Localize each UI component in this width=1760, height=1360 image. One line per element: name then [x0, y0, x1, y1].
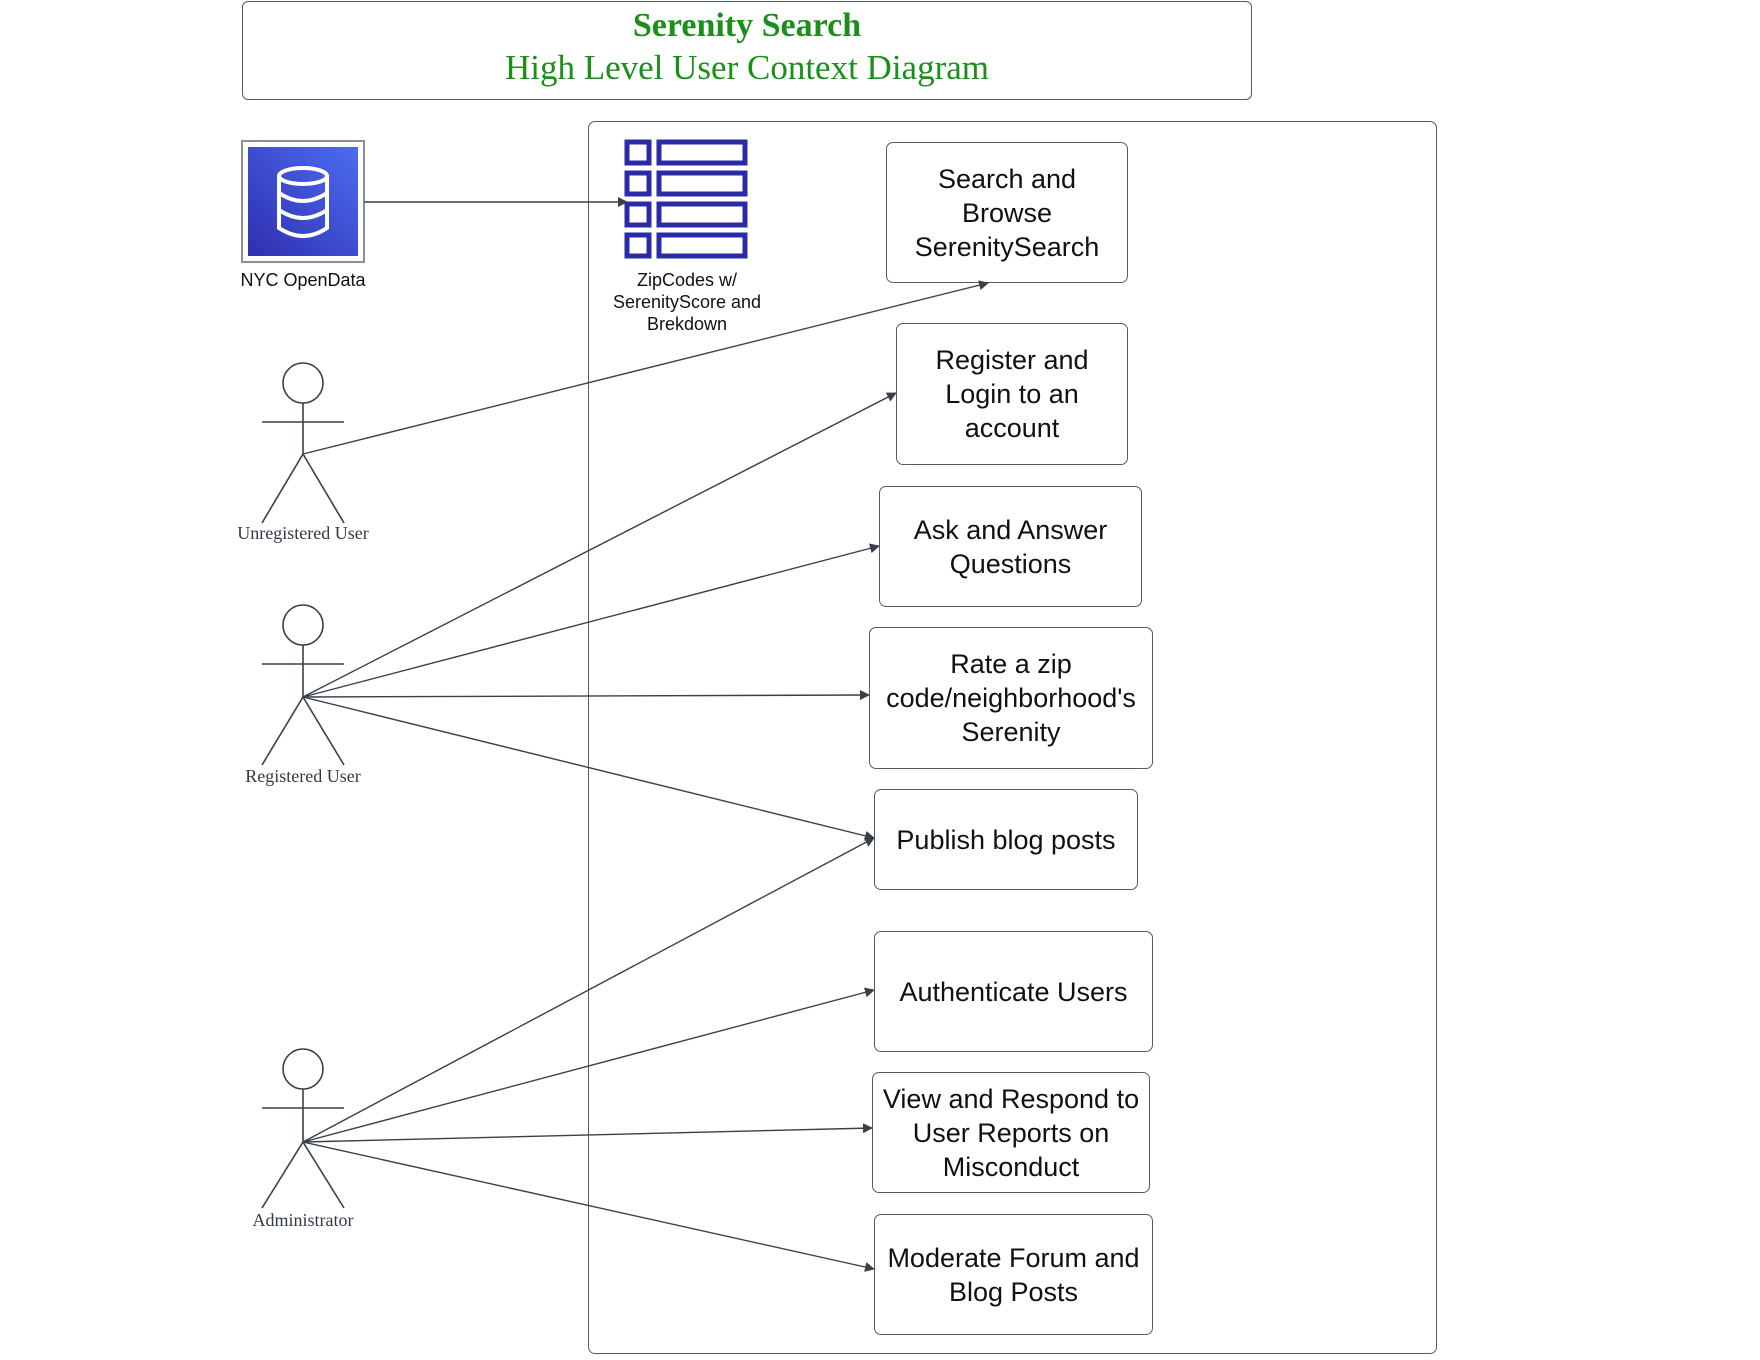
connector-unregistered-to-search: [302, 280, 989, 455]
usecase-rate-zip: Rate a zip code/neighborhood's Serenity: [869, 627, 1153, 769]
title-box: Serenity Search High Level User Context …: [242, 1, 1252, 100]
data-source-label: NYC OpenData: [240, 270, 366, 290]
diagram-title: Serenity Search: [632, 7, 862, 44]
connector-admin-to-authenticate: [302, 987, 875, 1143]
usecase-authenticate-users: Authenticate Users: [874, 931, 1153, 1052]
usecase-view-reports: View and Respond to User Reports on Misc…: [872, 1072, 1150, 1193]
usecase-ask-answer: Ask and Answer Questions: [879, 486, 1142, 607]
actor-registered-label: Registered User: [245, 766, 361, 786]
connector-registered-to-ask: [302, 543, 880, 698]
system-boundary: [588, 121, 1437, 1354]
usecase-search-browse: Search and Browse SerenitySearch: [886, 142, 1128, 283]
actor-unregistered-label: Unregistered User: [237, 523, 369, 543]
connector-admin-to-reports: [302, 1123, 873, 1143]
connector-registered-to-register: [302, 392, 897, 698]
diagram-subtitle: High Level User Context Diagram: [504, 48, 990, 87]
data-store-label: ZipCodes w/ SerenityScore and Brekdown: [612, 270, 762, 334]
connector-admin-to-moderate: [302, 1141, 875, 1272]
connector-registered-to-rate: [302, 690, 870, 701]
usecase-publish-blog: Publish blog posts: [874, 789, 1138, 890]
actor-unregistered-user-icon: [261, 362, 345, 524]
connector-admin-to-publish: [302, 837, 875, 1143]
database-icon: [241, 140, 365, 263]
actor-administrator-icon: [261, 1048, 345, 1209]
actor-registered-user-icon: [261, 604, 345, 766]
table-icon: [624, 139, 748, 259]
usecase-moderate: Moderate Forum and Blog Posts: [874, 1214, 1153, 1335]
actor-administrator-label: Administrator: [252, 1210, 354, 1230]
usecase-register-login: Register and Login to an account: [896, 323, 1128, 465]
connector-registered-to-publish: [302, 696, 875, 841]
